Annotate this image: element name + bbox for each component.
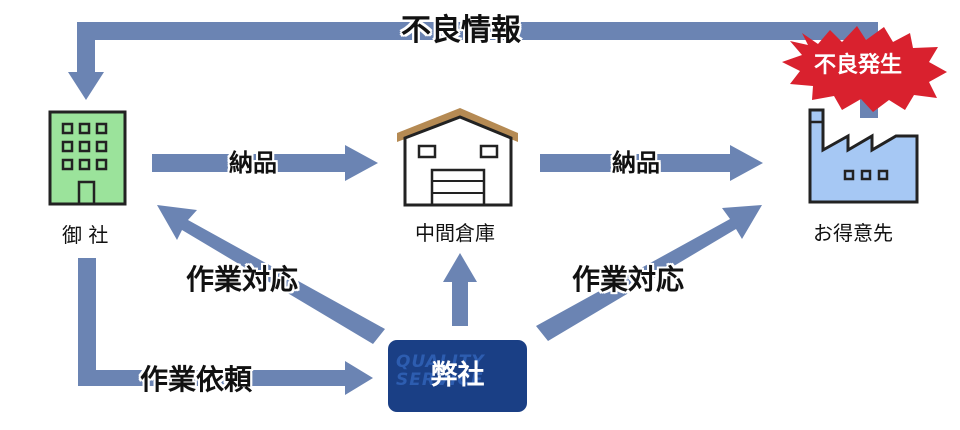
- up-arrow: [443, 253, 477, 326]
- delivery-arrow-right: [540, 145, 763, 181]
- customer-label: お得意先: [813, 221, 893, 245]
- work-request-arrow: [78, 258, 373, 395]
- quality-service-watermark: QUALITY SERVICE: [396, 352, 485, 390]
- work-response-label-left: 作業対応: [186, 263, 299, 296]
- work-response-arrow-left: [157, 205, 385, 344]
- office-building-icon: [48, 110, 127, 206]
- delivery-label-right: 納品: [612, 149, 660, 177]
- client-label: 御 社: [62, 223, 109, 247]
- our-company-box: QUALITY SERVICE 弊社: [388, 340, 527, 412]
- defect-info-label: 不良情報: [401, 13, 521, 48]
- work-request-label: 作業依頼: [140, 363, 253, 396]
- warehouse-label: 中間倉庫: [415, 221, 495, 245]
- defect-occurrence-label: 不良発生: [813, 53, 902, 78]
- delivery-label-left: 納品: [229, 149, 277, 177]
- warehouse-icon: [397, 108, 518, 207]
- defect-burst-badge: [782, 26, 947, 112]
- our-company-label: 弊社: [430, 360, 485, 391]
- work-response-arrow-right: [536, 205, 762, 341]
- delivery-arrow-left: [152, 145, 378, 181]
- work-response-label-right: 作業対応: [572, 263, 685, 296]
- factory-icon: [808, 108, 919, 204]
